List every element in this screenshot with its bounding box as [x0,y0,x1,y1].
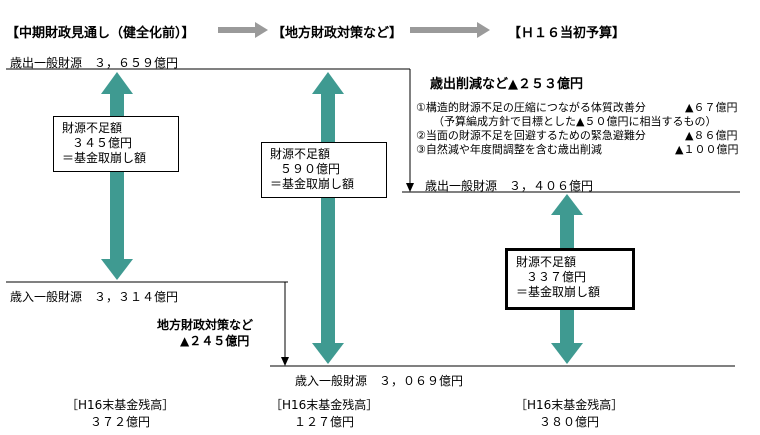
header-arrow-1 [218,22,268,38]
expenditure-label-1: 歳出一般財源 ３，６５９億円 [10,56,179,70]
fund-balance-value-3: ３８０億円 [539,415,600,429]
revenue-label-1: 歳入一般財源 ３，３１４億円 [10,290,179,304]
shortfall-box-2: 財源不足額 ５９０億円 ＝基金取崩し額 [261,142,387,198]
shortfall-box-3-amount: ３３７億円 [526,270,587,284]
shortfall-box-3: 財源不足額 ３３７億円 ＝基金取崩し額 [505,248,635,310]
fund-balance-label-2: ［H16末基金残高］ [270,398,379,412]
shortfall-box-3-title: 財源不足額 [516,255,577,269]
shortfall-arrow-1 [101,72,133,280]
shortfall-box-2-amount: ５９０億円 [280,162,341,176]
shortfall-box-2-title: 財源不足額 [270,147,331,161]
shortfall-box-1: 財源不足額 ３４５億円 ＝基金取崩し額 [53,116,179,172]
revenue-label-2: 歳入一般財源 ３，０６９億円 [295,374,464,388]
measures-label: 地方財政対策など [157,318,254,332]
cut-item-3-amount: ▲１００億円 [675,143,739,156]
expenditure-cut-title: 歳出削減など▲２５３億円 [430,77,583,92]
shortfall-box-2-note: ＝基金取崩し額 [270,177,355,191]
shortfall-box-3-note: ＝基金取崩し額 [516,285,601,299]
cut-item-2-amount: ▲８６億円 [685,129,738,142]
header-h16-budget: 【Ｈ１６当初予算】 [508,26,626,41]
expenditure-label-3: 歳出一般財源 ３，４０６億円 [425,179,594,193]
shortfall-arrow-2 [312,72,344,364]
fund-balance-value-2: １２７億円 [294,415,355,429]
fund-balance-label-1: ［H16末基金残高］ [66,398,175,412]
cut-arrow [406,69,414,192]
shortfall-box-1-title: 財源不足額 [62,121,123,135]
shortfall-box-1-note: ＝基金取崩し額 [62,151,147,165]
header-local-finance-measures: 【地方財政対策など】 [272,26,403,41]
fund-balance-label-3: ［H16末基金残高］ [515,398,624,412]
cut-item-1-note: （予算編成方針で目標とした▲５０億円に相当するもの） [433,115,717,128]
header-mid-term-outlook: 【中期財政見通し（健全化前）】 [6,26,195,41]
measures-arrow [281,282,289,366]
cut-item-2-label: ②当面の財源不足を回避するための緊急避難分 [416,129,646,142]
fund-balance-value-1: ３７２億円 [90,415,151,429]
cut-item-3-label: ③自然減や年度間調整を含む歳出削減 [416,143,602,156]
measures-value: ▲２４５億円 [180,334,250,348]
cut-item-1-label: ①構造的財源不足の圧縮につながる体質改善分 [416,101,646,114]
header-arrow-2 [410,22,490,38]
cut-item-1-amount: ▲６７億円 [685,101,738,114]
shortfall-box-1-amount: ３４５億円 [72,136,133,150]
